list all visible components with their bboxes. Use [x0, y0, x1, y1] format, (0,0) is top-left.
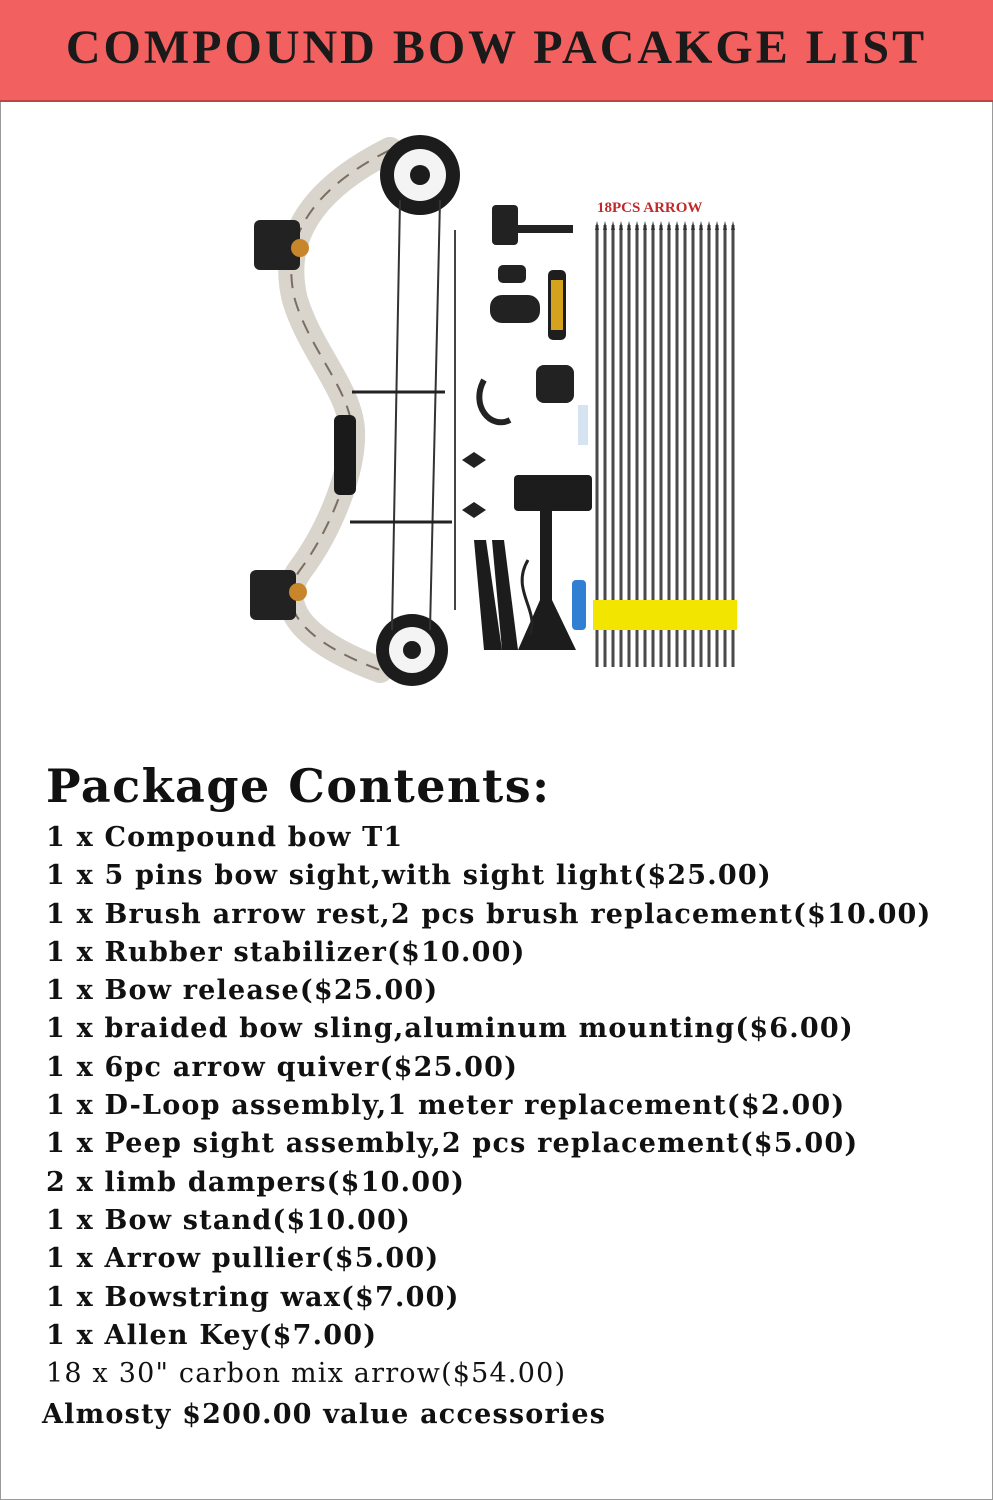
arrow-fletching: [705, 600, 713, 630]
arrow-tip: [667, 221, 671, 230]
arrow-fletching: [601, 600, 609, 630]
arrow-tip: [723, 221, 727, 230]
contents-item: 1 x Peep sight assembly,2 pcs replacemen…: [46, 1128, 859, 1160]
product-image: 18PCS ARROW: [250, 135, 737, 686]
contents-list: 1 x Compound bow T1 1 x 5 pins bow sight,…: [46, 819, 966, 1393]
arrow-fletching: [697, 600, 705, 630]
arrow-tip: [659, 221, 663, 230]
arrow-fletching: [641, 600, 649, 630]
arrow-fletching: [617, 600, 625, 630]
title-banner: COMPOUND BOW PACAKGE LIST: [0, 0, 993, 102]
arrow-tip: [603, 221, 607, 230]
page-title: COMPOUND BOW PACAKGE LIST: [65, 21, 928, 74]
arrow-fletching: [593, 600, 601, 630]
arrow-tip: [731, 221, 735, 230]
contents-item: 1 x Compound bow T1: [46, 822, 404, 853]
arrow-fletching: [689, 600, 697, 630]
arrow-fletching: [729, 600, 737, 630]
arrow-tip: [643, 221, 647, 230]
arrow-tip: [595, 221, 599, 230]
arrow-tip: [627, 221, 631, 230]
arrow-tip: [651, 221, 655, 230]
arrow-fletching: [673, 600, 681, 630]
arrow-tip: [611, 221, 615, 230]
contents-item: 1 x D-Loop assembly,1 meter replacement(…: [46, 1090, 846, 1122]
arrow-fletching: [609, 600, 617, 630]
compound-bow-image: [250, 135, 460, 686]
contents-item: 1 x 6pc arrow quiver($25.00): [46, 1051, 519, 1083]
contents-item: 1 x Rubber stabilizer($10.00): [46, 936, 526, 968]
value-summary: Almosty $200.00 value accessories: [42, 1399, 607, 1431]
arrow-tip: [715, 221, 719, 230]
arrow-tip: [699, 221, 703, 230]
arrow-tip: [707, 221, 711, 230]
contents-item: 1 x Bowstring wax($7.00): [46, 1281, 460, 1313]
contents-item: 1 x Bow release($25.00): [46, 975, 439, 1007]
contents-item: 1 x Arrow pullier($5.00): [46, 1243, 440, 1275]
arrow-fletching: [657, 600, 665, 630]
arrows-label: 18PCS ARROW: [597, 200, 702, 216]
arrow-fletching: [713, 600, 721, 630]
contents-item: 1 x braided bow sling,aluminum mounting(…: [46, 1013, 854, 1045]
arrow-fletching: [649, 600, 657, 630]
arrow-fletching: [633, 600, 641, 630]
arrow-tip: [619, 221, 623, 230]
arrow-tip: [675, 221, 679, 230]
contents-item: 1 x Bow stand($10.00): [46, 1204, 411, 1236]
arrows-image: 18PCS ARROW: [593, 200, 737, 667]
arrow-fletching: [681, 600, 689, 630]
arrow-tip: [691, 221, 695, 230]
contents-item: 1 x Brush arrow rest,2 pcs brush replace…: [46, 898, 932, 930]
arrow-fletching: [625, 600, 633, 630]
contents-item: 1 x 5 pins bow sight,with sight light($2…: [46, 860, 772, 892]
contents-item: 18 x 30" carbon mix arrow($54.00): [46, 1358, 567, 1390]
arrow-fletching: [665, 600, 673, 630]
accessories-image: [462, 205, 592, 650]
contents-heading: Package Contents:: [46, 759, 551, 813]
arrow-fletching: [721, 600, 729, 630]
arrow-tip: [635, 221, 639, 230]
contents-item: 2 x limb dampers($10.00): [46, 1166, 466, 1198]
arrow-tip: [683, 221, 687, 230]
contents-item: 1 x Allen Key($7.00): [46, 1319, 378, 1351]
